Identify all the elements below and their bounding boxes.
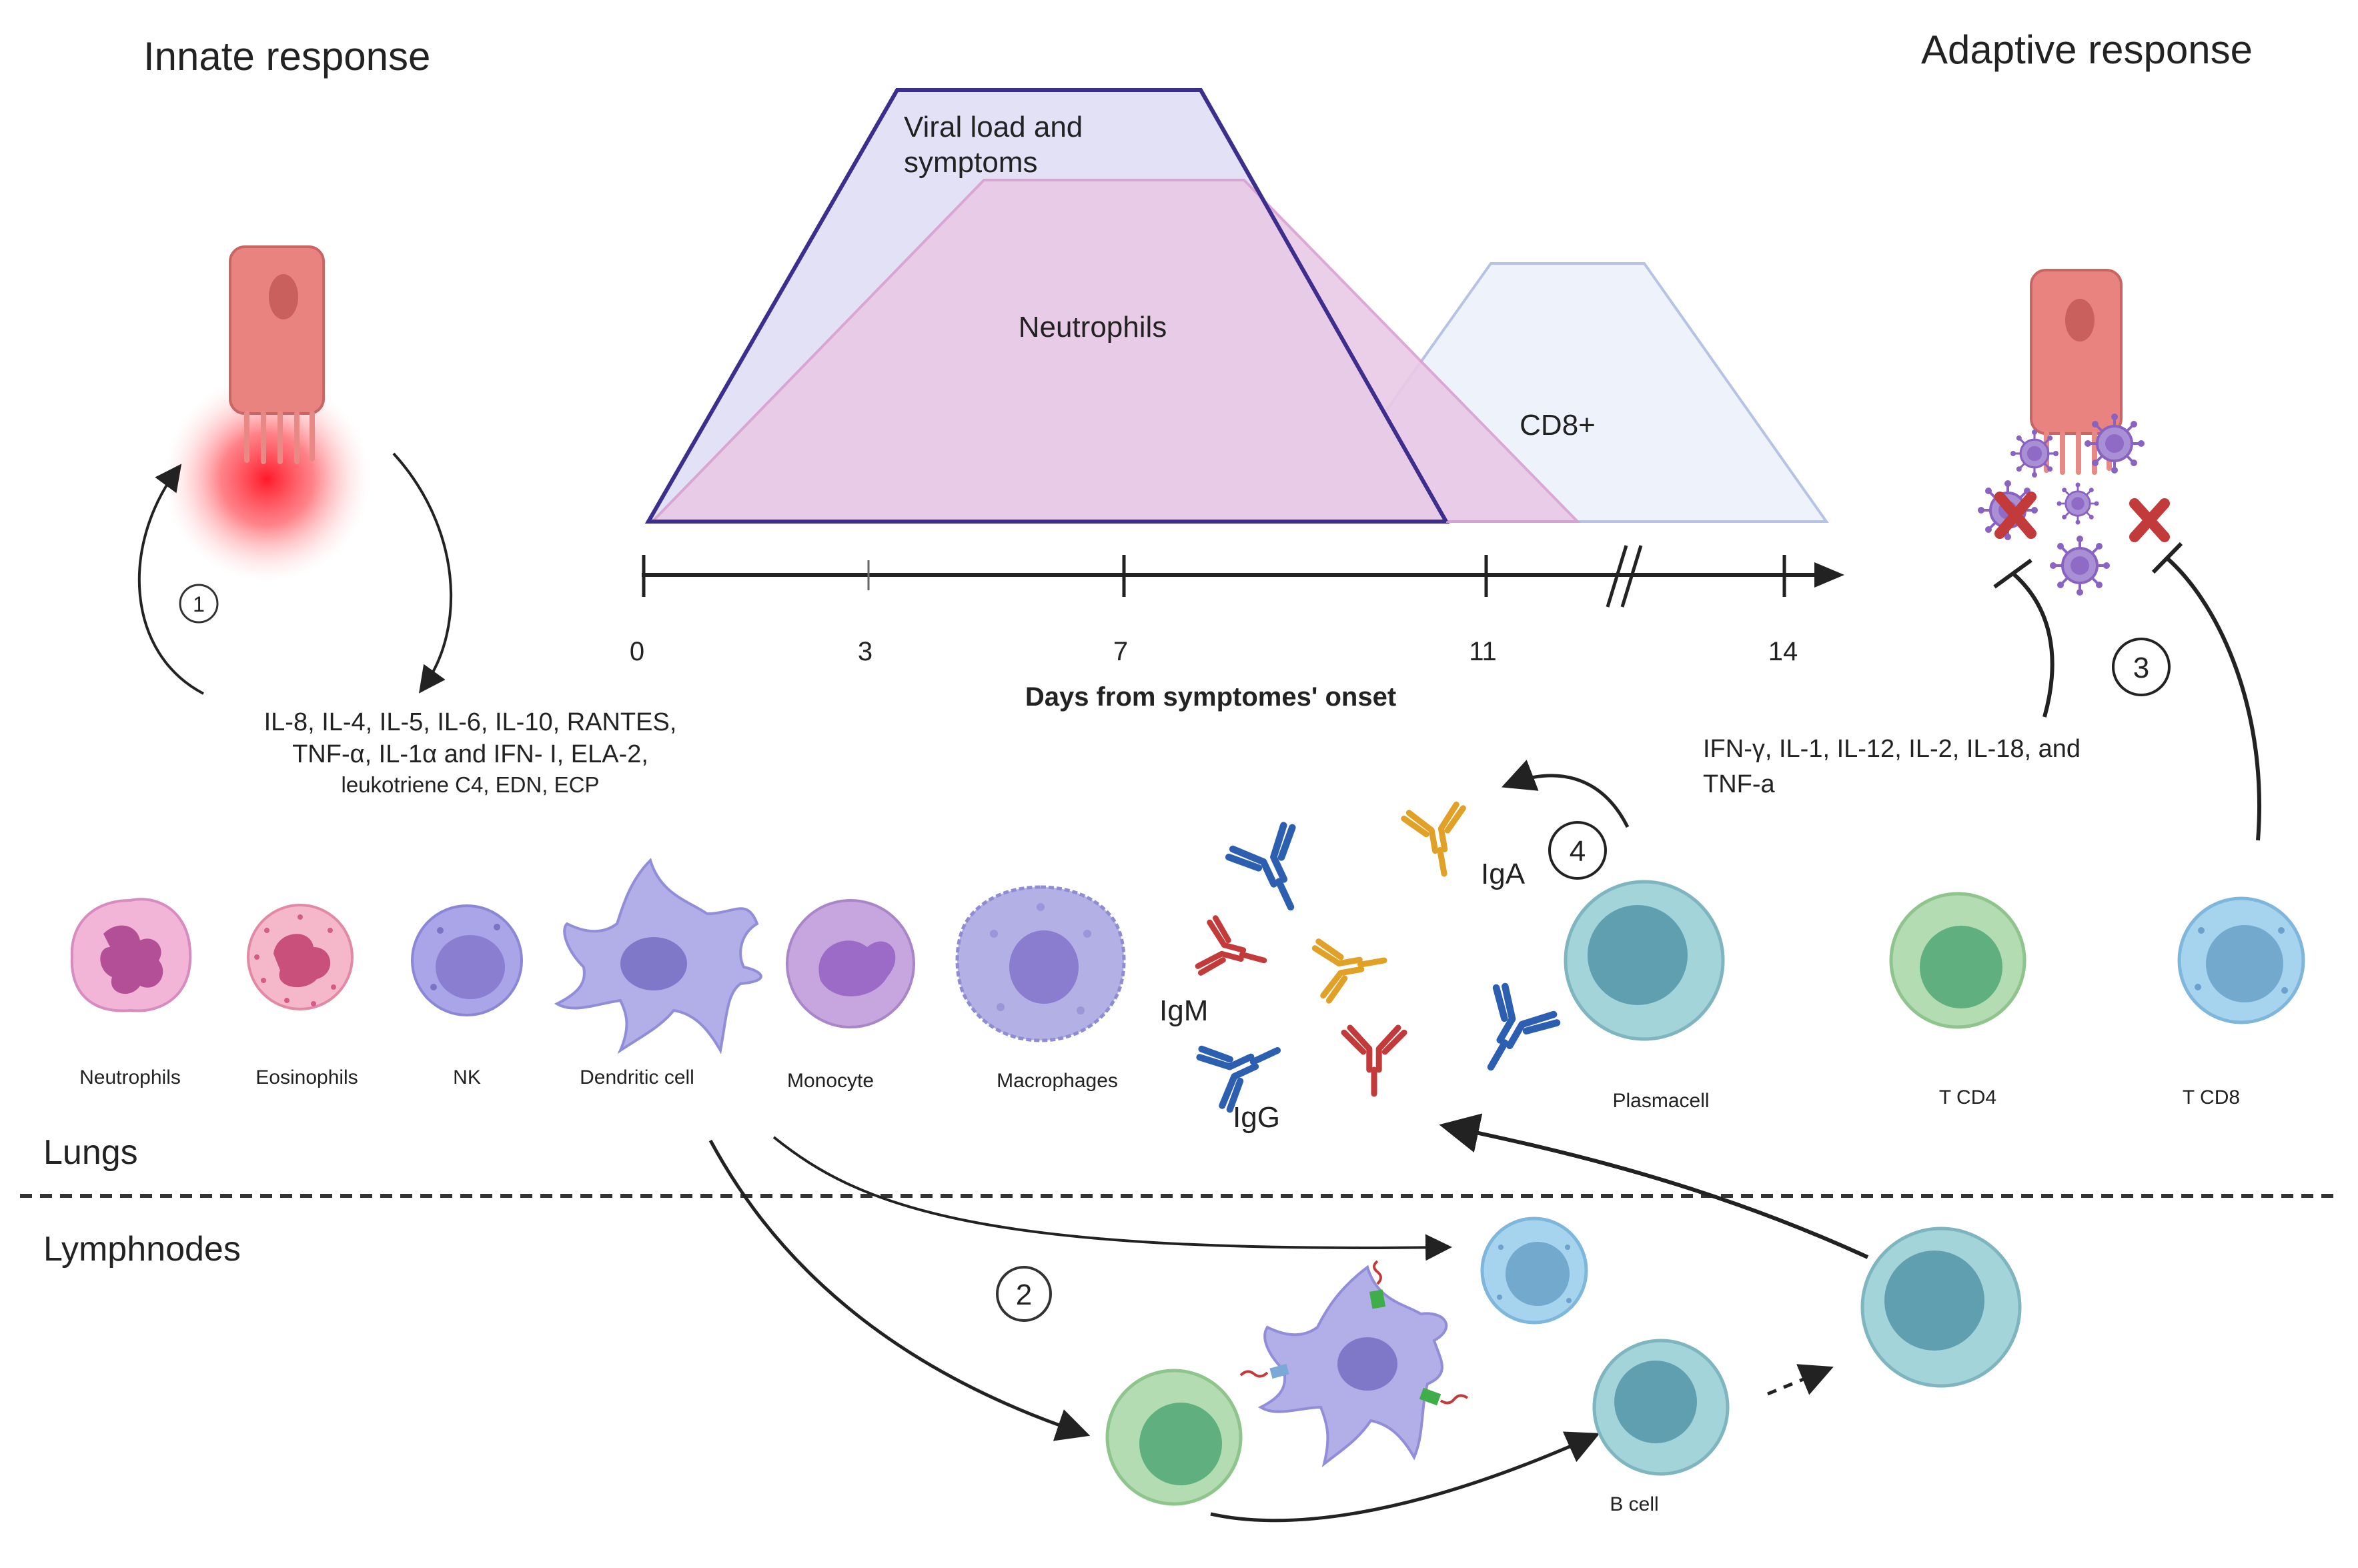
- igm-antibody-icon: [1344, 1028, 1404, 1094]
- igg-antibody-icon: [1461, 983, 1560, 1085]
- neutrophil-cell: [70, 898, 192, 1012]
- viral-load-label: Viral load and: [904, 111, 1083, 143]
- nk-cell-label: NK: [453, 1066, 481, 1088]
- iga-antibody-icon: [1403, 804, 1473, 879]
- time-axis-arrowhead: [1814, 562, 1844, 588]
- innate-cytokines-line3: leukotriene C4, EDN, ECP: [342, 772, 600, 797]
- infected-epithelial-cell: [2030, 269, 2123, 475]
- step-4-badge: 4: [1548, 821, 1607, 880]
- t-cd4-cell: [1889, 892, 2026, 1029]
- t-cd8-label: T CD8: [2183, 1086, 2240, 1108]
- inhibition-bar: [2151, 542, 2183, 574]
- blocked-x-icon: [2129, 498, 2170, 542]
- iga-label: IgA: [1481, 858, 1526, 890]
- inhibition-arrow: [2166, 557, 2262, 841]
- adaptive-response-heading: Adaptive response: [1921, 27, 2253, 72]
- b-cell-activation-arrow: [1210, 1431, 1600, 1523]
- lymph-plasma-cell: [1860, 1227, 2022, 1388]
- innate-cytokines-line1: IL-8, IL-4, IL-5, IL-6, IL-10, RANTES,: [264, 708, 677, 736]
- t-cd8-cell: [2177, 896, 2305, 1024]
- inflamed-epithelial-cell: [163, 245, 370, 582]
- innate-arrow-down: [392, 452, 453, 694]
- igg-antibody-icon: [1197, 1020, 1291, 1112]
- tick-label-7: 7: [1113, 637, 1128, 666]
- lymphnodes-region-label: Lymphnodes: [43, 1230, 241, 1269]
- tick-label-0: 0: [630, 637, 644, 666]
- virus-icon: [2083, 412, 2146, 475]
- inhibition-bar: [1993, 558, 2032, 589]
- monocyte-cell-label: Monocyte: [787, 1070, 874, 1092]
- adaptive-cytokines-line1: IFN-γ, IL-1, IL-12, IL-2, IL-18, and: [1703, 735, 2081, 763]
- virus-icon: [2056, 482, 2100, 526]
- lymph-t-cd4-cell: [1105, 1369, 1243, 1506]
- innate-response-heading: Innate response: [143, 34, 430, 79]
- neutrophils-area-label: Neutrophils: [1019, 311, 1167, 343]
- adaptive-cytokines-line2: TNF-a: [1703, 770, 1776, 798]
- antigen-presenting-dendritic-cell: [1239, 1260, 1469, 1468]
- step-1-badge: 1: [179, 584, 219, 624]
- neutrophils-cell-label: Neutrophils: [79, 1066, 181, 1088]
- dendritic-cell: [554, 858, 762, 1054]
- eosinophil-cell: [247, 904, 354, 1010]
- plasmacell-label: Plasmacell: [1612, 1090, 1709, 1112]
- igg-label: IgG: [1233, 1101, 1280, 1134]
- macrophage-cell: [955, 885, 1126, 1042]
- viral-load-label-line2: symptoms: [904, 146, 1037, 179]
- b-cell-differentiation-arrow: [1767, 1364, 1834, 1396]
- virus-icon: [2009, 428, 2060, 479]
- igm-label: IgM: [1159, 994, 1208, 1027]
- igm-antibody-icon: [1197, 917, 1271, 988]
- inhibition-arrow: [2012, 572, 2054, 718]
- lymph-t-cd8-cell: [1480, 1217, 1588, 1325]
- macrophages-cell-label: Macrophages: [997, 1070, 1118, 1092]
- dendritic-cell-label: Dendritic cell: [580, 1066, 694, 1088]
- tick-label-14: 14: [1768, 637, 1798, 666]
- step-4-number: 4: [1570, 835, 1586, 868]
- step-1-number: 1: [193, 592, 205, 616]
- step-2-badge: 2: [996, 1266, 1052, 1322]
- tick-label-3: 3: [858, 637, 872, 666]
- step-3-number: 3: [2133, 652, 2149, 684]
- antibody-release-arrow: [1501, 760, 1630, 828]
- blocked-x-icon: [1994, 492, 2036, 539]
- step-3-badge: 3: [2112, 638, 2171, 696]
- viral-load-outline: [1199, 89, 1448, 523]
- b-cell-label: B cell: [1610, 1493, 1658, 1515]
- virus-icon: [2048, 534, 2111, 597]
- axis-break: [1606, 545, 1643, 608]
- monocyte-migration-arrow: [772, 1136, 1452, 1261]
- plasma-cell-return-arrow: [1439, 1113, 1869, 1259]
- innate-cytokines-line2: TNF-α, IL-1α and IFN- I, ELA-2,: [292, 740, 648, 768]
- tick-label-11: 11: [1469, 637, 1497, 666]
- eosinophils-cell-label: Eosinophils: [255, 1066, 358, 1088]
- dendritic-migration-arrow: [708, 1139, 1091, 1441]
- step-2-number: 2: [1016, 1279, 1032, 1311]
- monocyte-cell: [786, 899, 915, 1028]
- iga-antibody-icon: [1314, 931, 1389, 1002]
- nk-cell: [411, 904, 523, 1016]
- innate-arrow-up: [137, 464, 204, 695]
- b-cell: [1592, 1339, 1730, 1476]
- cd8-area-label: CD8+: [1520, 409, 1596, 442]
- plasma-cell: [1564, 880, 1725, 1041]
- lungs-region-label: Lungs: [43, 1133, 138, 1172]
- axis-ticks: [642, 555, 1786, 597]
- igg-antibody-icon: [1227, 822, 1323, 922]
- t-cd4-label: T CD4: [1939, 1086, 1996, 1108]
- time-axis-title: Days from symptomes' onset: [1025, 682, 1396, 712]
